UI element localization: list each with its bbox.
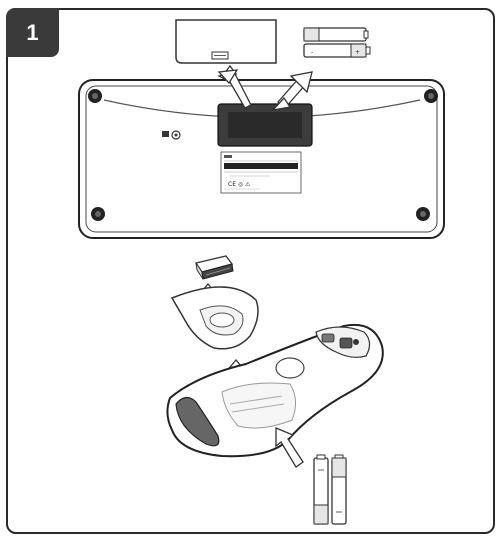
battery-pair-top: - + (303, 27, 371, 58)
certification-marks: CE ◎ ⚠ (228, 181, 251, 188)
insert-arrow (217, 64, 252, 109)
keyboard-underside: CE ◎ ⚠ (78, 79, 445, 239)
battery-plus-label: + (355, 49, 360, 56)
product-label: CE ◎ ⚠ (220, 151, 302, 194)
insert-arrow (275, 427, 304, 468)
mouse-body (166, 324, 384, 458)
battery-pair-mouse (313, 454, 347, 525)
insert-arrow (271, 71, 313, 111)
battery-minus-label: - (311, 49, 313, 56)
battery-cover (175, 19, 277, 64)
usb-receiver (194, 255, 234, 280)
step-number-badge: 1 (6, 8, 59, 57)
mouse-battery-cover (170, 286, 259, 350)
power-switch-icon (162, 130, 181, 140)
